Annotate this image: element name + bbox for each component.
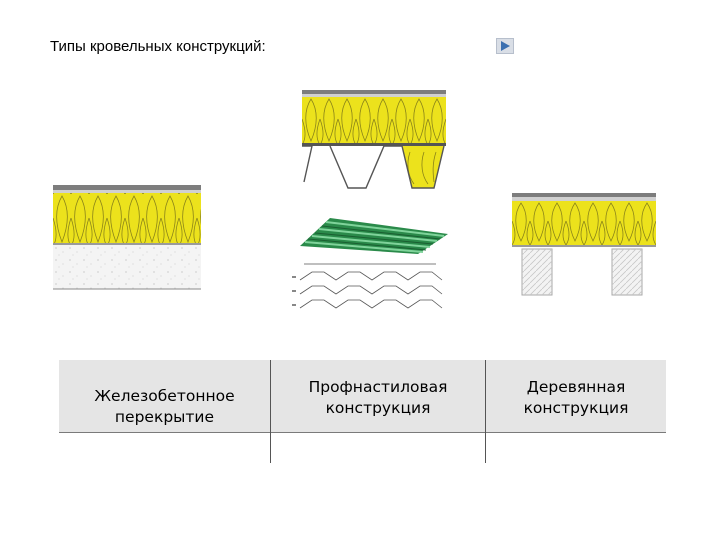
- corrugated-sheet-figure: [300, 210, 448, 254]
- table-column-divider: [270, 360, 271, 463]
- profiled-deck-roof-figure: [302, 90, 446, 192]
- table-column-divider: [485, 360, 486, 463]
- label-concrete: Железобетонное перекрытие: [94, 387, 235, 426]
- construction-types-table: Железобетонное перекрытие Профнастиловая…: [59, 360, 666, 463]
- play-icon[interactable]: [496, 38, 514, 54]
- slide-title: Типы кровельных конструкций:: [50, 38, 266, 55]
- label-profdeck: Профнастиловая конструкция: [308, 378, 448, 417]
- table-cell-profdeck: Профнастиловая конструкция: [271, 362, 485, 434]
- table-cell-concrete: Железобетонное перекрытие: [59, 371, 270, 443]
- label-wooden: Деревянная конструкция: [523, 378, 629, 417]
- profile-dimension-drawing: [290, 258, 446, 316]
- reinforced-concrete-roof-figure: [53, 185, 201, 290]
- table-divider: [59, 432, 666, 433]
- table-header-row: [59, 360, 666, 432]
- wooden-roof-figure: [512, 193, 656, 297]
- table-cell-wooden: Деревянная конструкция: [486, 362, 666, 434]
